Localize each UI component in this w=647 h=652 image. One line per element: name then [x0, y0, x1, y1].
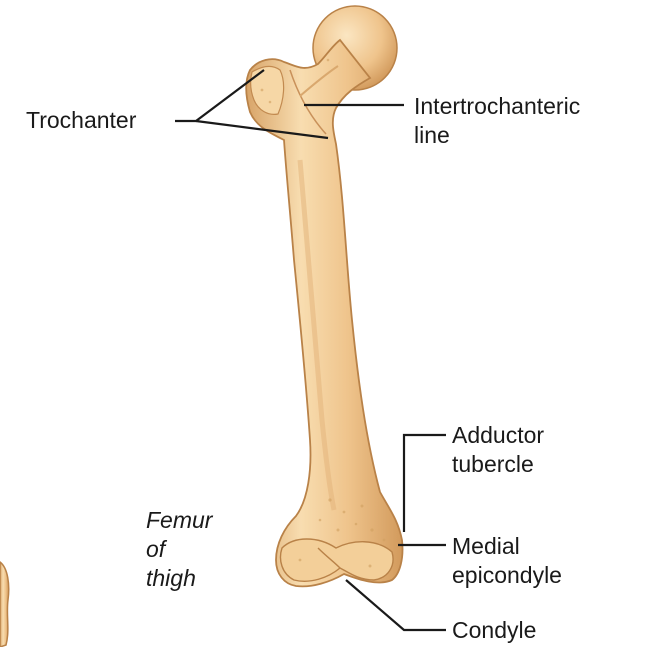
label-trochanter: Trochanter [26, 106, 136, 135]
label-adductor-tubercle: Adductor tubercle [452, 421, 544, 479]
label-medial-epicondyle-2: epicondyle [452, 561, 562, 590]
leader-condyle [346, 580, 446, 630]
caption-line-3: thigh [146, 564, 212, 593]
label-medial-epicondyle-1: Medial [452, 532, 562, 561]
label-adductor-tubercle-1: Adductor [452, 421, 544, 450]
femur-body [246, 40, 402, 586]
adjacent-bone-fragment [0, 562, 9, 647]
label-condyle: Condyle [452, 616, 536, 645]
label-medial-epicondyle: Medial epicondyle [452, 532, 562, 590]
caption-femur-of-thigh: Femur of thigh [146, 506, 212, 593]
label-intertrochanteric-line-2: line [414, 121, 580, 150]
label-adductor-tubercle-2: tubercle [452, 450, 544, 479]
leader-adductor-tubercle [404, 435, 446, 532]
caption-line-1: Femur [146, 506, 212, 535]
label-intertrochanteric-line: Intertrochanteric line [414, 92, 580, 150]
caption-line-2: of [146, 535, 212, 564]
label-intertrochanteric-line-1: Intertrochanteric [414, 92, 580, 121]
